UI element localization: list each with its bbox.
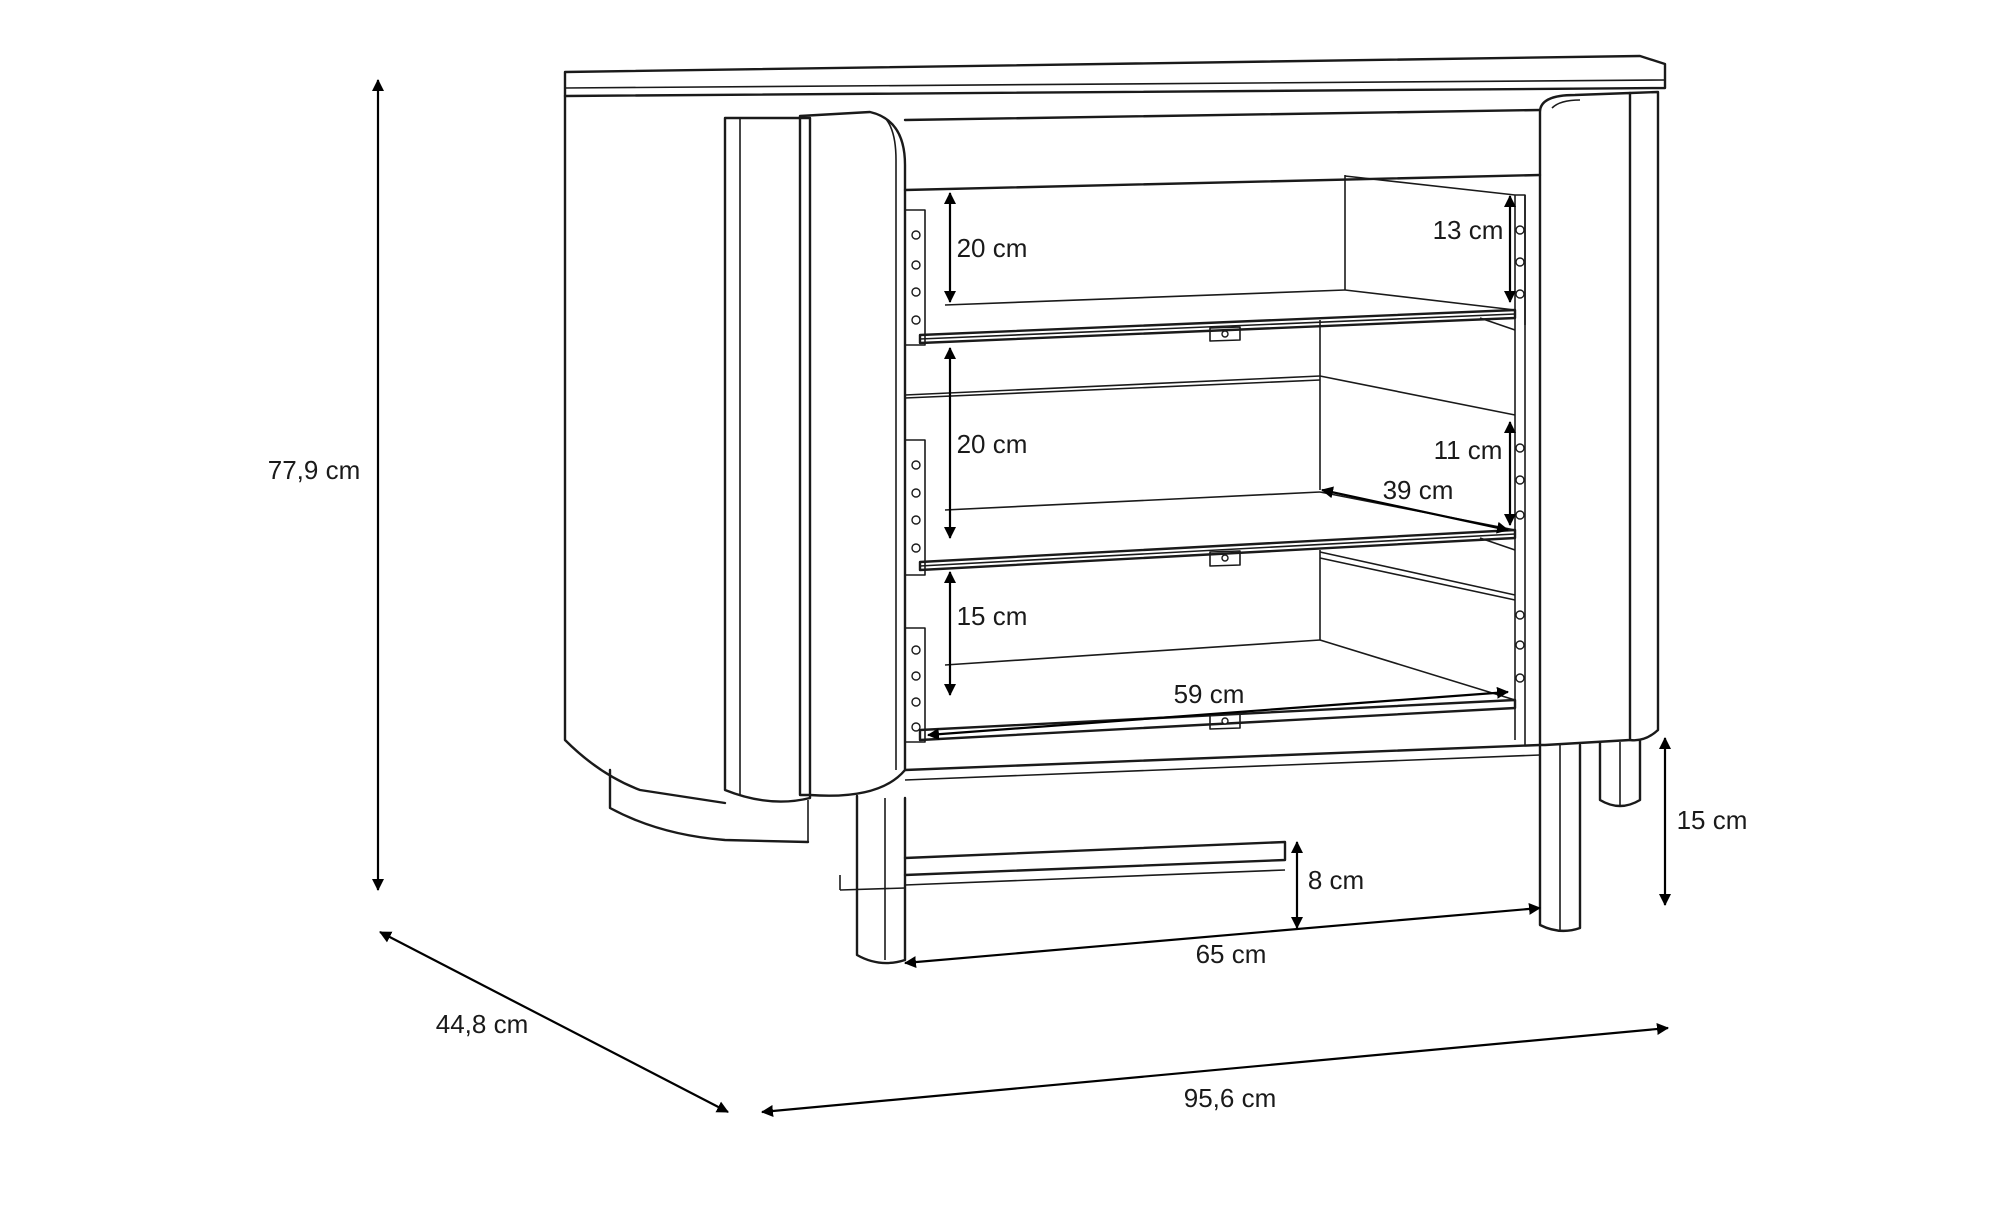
width-dimension-line <box>761 1023 1669 1117</box>
inner-width-label: 65 cm <box>1196 939 1267 969</box>
shelf-width-label: 59 cm <box>1174 679 1245 709</box>
leg-height-label: 15 cm <box>1677 805 1748 835</box>
dimension-labels: 77,9 cm 44,8 cm 95,6 cm 15 cm 8 cm 65 cm… <box>268 215 1748 1113</box>
bottom-compartment-label: 15 cm <box>957 601 1028 631</box>
shelf-depth-dimension-line <box>1321 486 1509 534</box>
dimension-lines <box>372 79 1671 1117</box>
upper-side-depth-label: 13 cm <box>1433 215 1504 245</box>
depth-dimension-line <box>379 931 729 1113</box>
height-label: 77,9 cm <box>268 455 361 485</box>
depth-label: 44,8 cm <box>436 1009 529 1039</box>
base-clearance-label: 8 cm <box>1308 865 1364 895</box>
cabinet-outline <box>563 54 1667 965</box>
inner-width-dimension-line <box>904 902 1541 969</box>
width-label: 95,6 cm <box>1184 1083 1277 1113</box>
middle-side-depth-label: 11 cm <box>1434 435 1503 465</box>
shelf-width-dimension-line <box>927 686 1509 741</box>
top-compartment-label: 20 cm <box>957 233 1028 263</box>
middle-compartment-label: 20 cm <box>957 429 1028 459</box>
shelf-depth-label: 39 cm <box>1383 475 1454 505</box>
